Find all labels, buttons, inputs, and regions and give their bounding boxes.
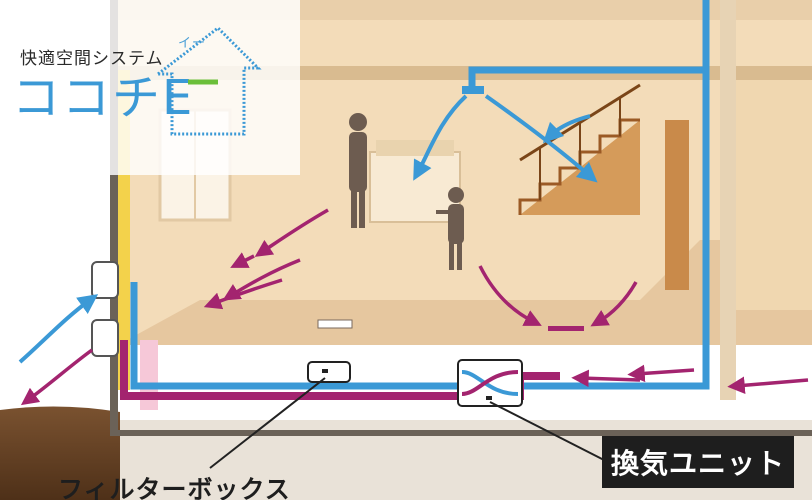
exhaust-air-arrow-icon <box>20 208 809 406</box>
supply-air-arrow-icon <box>18 94 598 364</box>
house-outline-icon <box>153 26 262 136</box>
partition-wall <box>720 0 736 400</box>
filter-box-label: フィルターボックス <box>58 475 291 500</box>
person-adult <box>349 113 367 228</box>
product-logo: 快適空間システム イー ココチE <box>0 0 300 175</box>
filter-box <box>307 361 351 383</box>
ventilation-unit <box>457 359 523 407</box>
person-child <box>436 187 464 270</box>
door <box>665 120 689 290</box>
filter-leader-line <box>209 377 326 469</box>
outdoor-intake-hood <box>91 261 119 299</box>
outer-wall <box>110 0 118 430</box>
logo-title: ココチE <box>12 70 195 126</box>
logo-subtitle: 快適空間システム <box>20 49 164 69</box>
supply-duct <box>130 0 710 390</box>
ground-left <box>0 406 120 500</box>
logo-reading: イー <box>178 36 207 51</box>
outdoor-exhaust-hood <box>91 319 119 357</box>
unit-leader-line <box>489 401 605 461</box>
floor-vent <box>317 319 353 329</box>
ventilation-unit-label: 換気ユニット <box>602 436 794 488</box>
